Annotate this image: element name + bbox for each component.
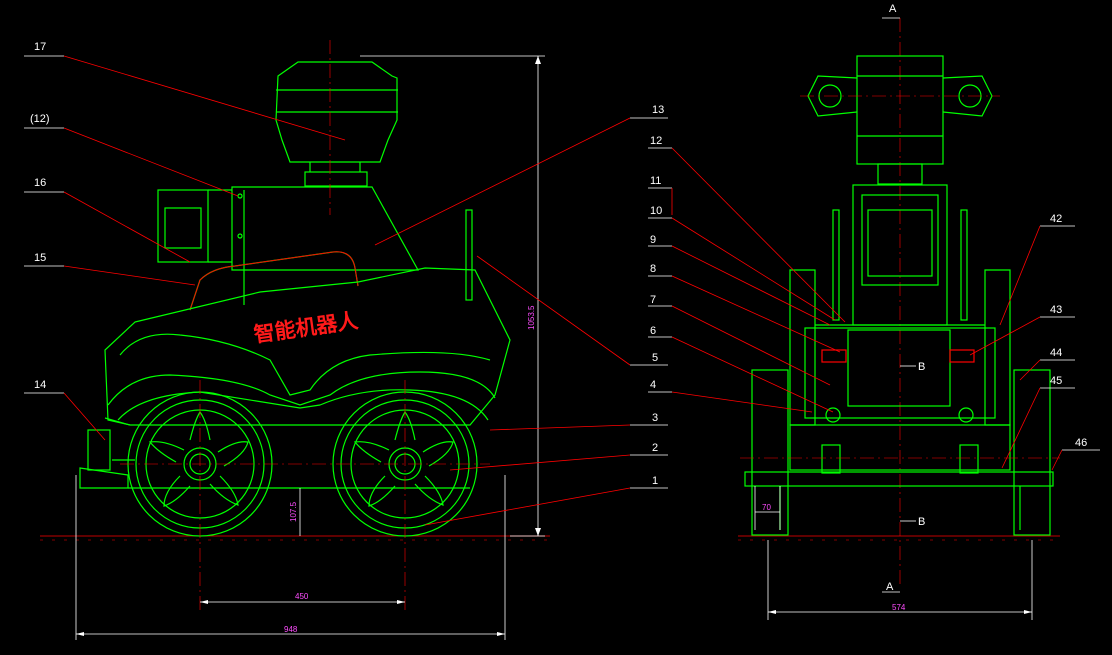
label-2: 2 <box>652 442 658 454</box>
label-13: 13 <box>652 104 664 116</box>
label-42: 42 <box>1050 213 1062 225</box>
dim-clearance: 107.5 <box>289 501 298 522</box>
ground-line-front <box>738 535 1060 541</box>
label-12-paren: (12) <box>30 113 50 125</box>
section-a-top: A <box>889 3 897 15</box>
label-11: 11 <box>650 175 661 187</box>
dim-height: 1053.5 <box>527 305 536 330</box>
label-17: 17 <box>34 41 46 53</box>
label-3: 3 <box>652 412 658 424</box>
label-15: 15 <box>34 252 46 264</box>
label-16: 16 <box>34 177 46 189</box>
side-leaders <box>24 55 668 526</box>
label-10: 10 <box>650 205 662 217</box>
label-5: 5 <box>652 352 658 364</box>
section-b-low: B <box>918 516 925 528</box>
label-6: 6 <box>650 325 656 337</box>
label-46: 46 <box>1075 437 1087 449</box>
label-44: 44 <box>1050 347 1062 359</box>
front-view <box>740 18 1060 585</box>
label-14: 14 <box>34 379 46 391</box>
section-marks: A A B B <box>882 3 925 593</box>
label-43: 43 <box>1050 304 1062 316</box>
label-8: 8 <box>650 263 656 275</box>
dim-offset: 70 <box>762 503 771 512</box>
ground-line-side <box>40 535 550 541</box>
label-45: 45 <box>1050 375 1062 387</box>
dim-width: 574 <box>892 603 906 612</box>
section-b-box: B <box>918 361 925 373</box>
side-view: 智能机器人 <box>79 40 511 612</box>
dim-wheelbase: 450 <box>295 592 309 601</box>
front-dimensions: 70 574 <box>754 486 1033 620</box>
label-4: 4 <box>650 379 656 391</box>
label-1: 1 <box>652 475 658 487</box>
robot-text: 智能机器人 <box>252 308 359 347</box>
label-9: 9 <box>650 234 656 246</box>
front-leaders <box>648 147 1100 471</box>
label-7: 7 <box>650 294 656 306</box>
dim-length: 948 <box>284 625 298 634</box>
label-12: 12 <box>650 135 662 147</box>
side-dimensions: 1053.5 107.5 450 948 <box>75 55 545 640</box>
camera-head <box>275 61 398 187</box>
section-a-bottom: A <box>886 581 894 593</box>
